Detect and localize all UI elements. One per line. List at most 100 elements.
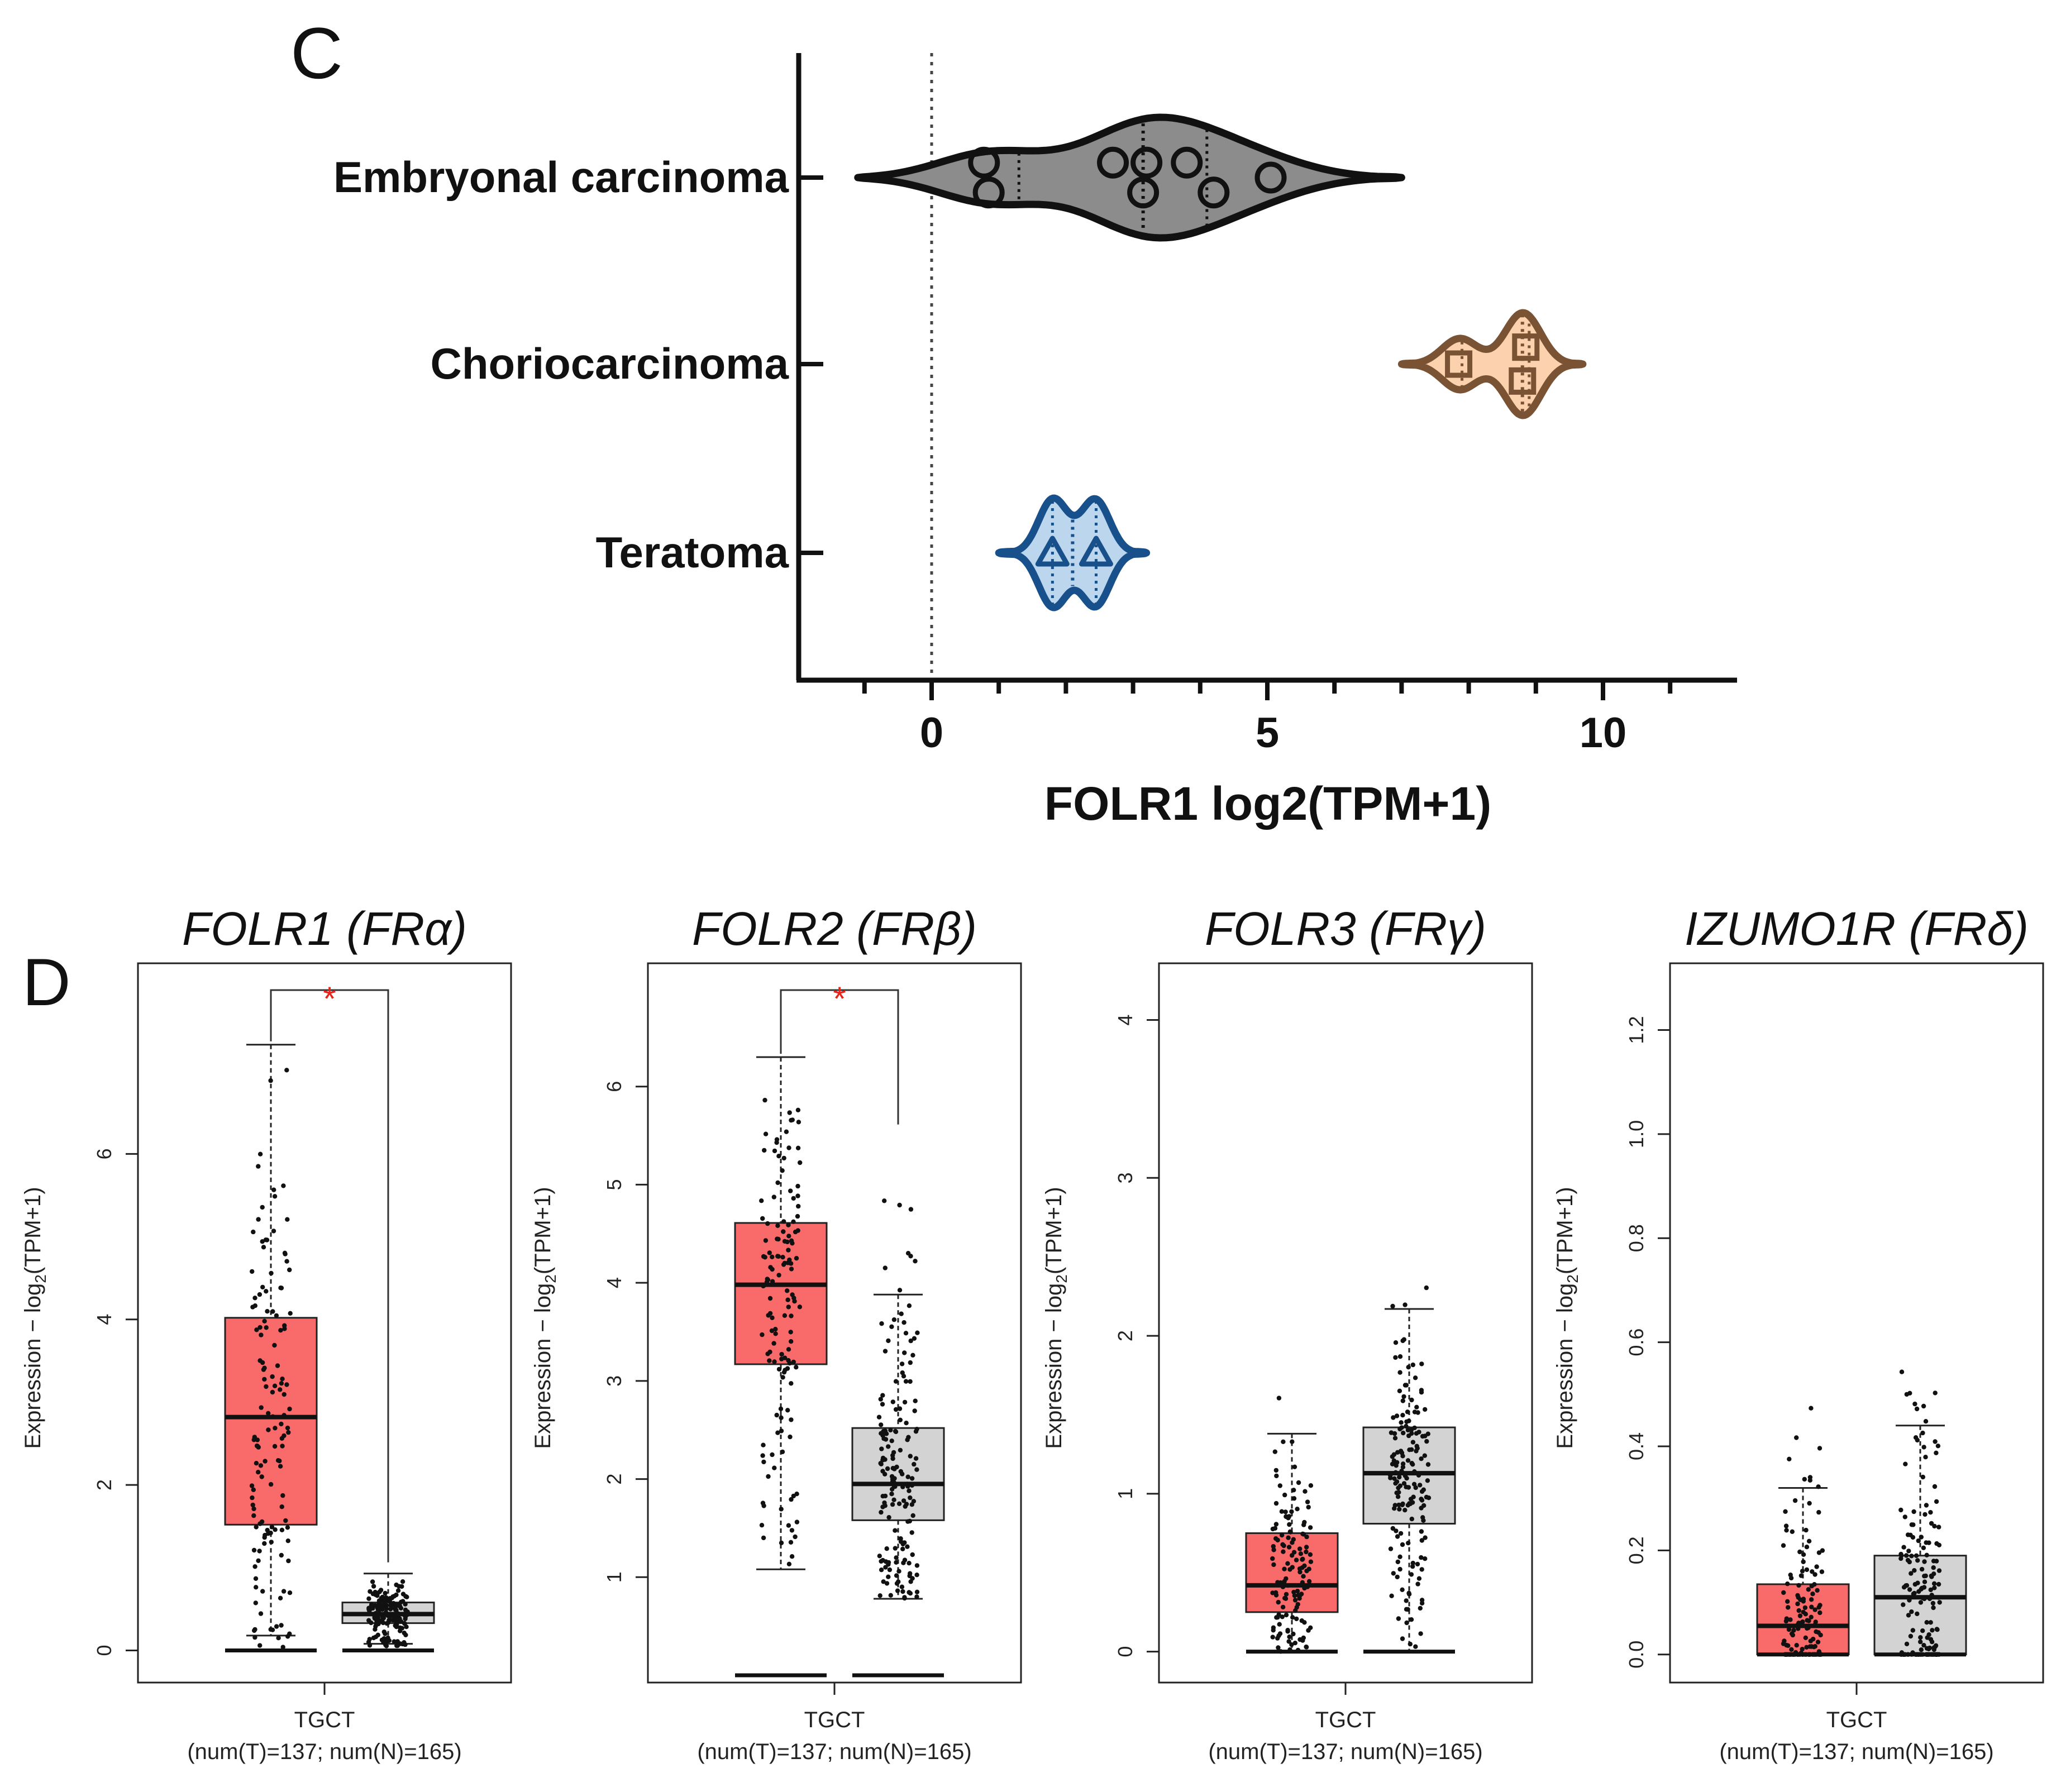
y-axis-title-subscript: 2 (1053, 1274, 1070, 1283)
jitter-point (760, 1332, 765, 1337)
jitter-point (782, 1313, 788, 1318)
jitter-point (1784, 1528, 1789, 1533)
jitter-point (1813, 1619, 1818, 1624)
jitter-point (1910, 1628, 1915, 1633)
x-category-label: TGCT (804, 1708, 865, 1732)
y-axis-title: Expression − log2(TPM+1) (1553, 1187, 1581, 1449)
jitter-point (1820, 1548, 1825, 1553)
data-point (1127, 176, 1160, 209)
jitter-point (907, 1590, 912, 1595)
jitter-point (908, 1379, 913, 1384)
jitter-point (1416, 1576, 1422, 1581)
jitter-point (1818, 1652, 1823, 1657)
jitter-point (770, 1267, 775, 1272)
jitter-point (914, 1427, 919, 1432)
jitter-point (790, 1241, 795, 1246)
jitter-point (896, 1501, 902, 1506)
jitter-point (882, 1265, 888, 1270)
jitter-point (266, 1427, 271, 1432)
y-tick-label: 3 (1114, 1172, 1137, 1183)
jitter-point (1400, 1587, 1405, 1592)
jitter-point (767, 1250, 772, 1255)
jitter-point (1400, 1461, 1406, 1466)
jitter-point (1919, 1647, 1924, 1652)
jitter-point (1786, 1605, 1791, 1610)
jitter-point (1270, 1556, 1275, 1561)
jitter-point (1275, 1636, 1280, 1641)
jitter-point (264, 1237, 270, 1243)
jitter-point (1419, 1497, 1424, 1502)
jitter-point (1398, 1531, 1404, 1536)
jitter-point (882, 1198, 887, 1203)
jitter-point (907, 1561, 912, 1566)
jitter-point (1921, 1643, 1926, 1648)
x-tick-label: 10 (1580, 709, 1627, 757)
jitter-point (1801, 1559, 1806, 1564)
jitter-point (397, 1584, 402, 1589)
jitter-point (1923, 1419, 1929, 1424)
jitter-point (782, 1260, 788, 1266)
jitter-point (1921, 1403, 1926, 1409)
jitter-point (1924, 1620, 1929, 1625)
jitter-point (284, 1382, 289, 1387)
jitter-point (394, 1643, 399, 1648)
jitter-point (793, 1534, 798, 1540)
jitter-point (255, 1437, 260, 1442)
jitter-point (905, 1482, 910, 1487)
jitter-point (268, 1078, 273, 1083)
jitter-point (1784, 1616, 1789, 1621)
jitter-point (274, 1313, 279, 1318)
jitter-point (1286, 1639, 1291, 1644)
y-tick-label: 4 (1114, 1015, 1137, 1026)
jitter-point (1271, 1547, 1276, 1552)
jitter-point (379, 1603, 385, 1608)
jitter-point (263, 1459, 268, 1464)
jitter-point (894, 1555, 899, 1560)
jitter-point (1405, 1427, 1411, 1433)
jitter-point (1801, 1552, 1806, 1557)
jitter-point (275, 1363, 280, 1368)
jitter-point (880, 1393, 885, 1398)
jitter-point (761, 1535, 766, 1541)
y-tick-label: 6 (603, 1081, 626, 1092)
jitter-point (893, 1429, 899, 1435)
jitter-point (1804, 1545, 1810, 1550)
jitter-point (767, 1311, 773, 1316)
jitter-point (1806, 1587, 1811, 1592)
jitter-point (1281, 1439, 1286, 1444)
jitter-point (1796, 1608, 1801, 1613)
jitter-point (781, 1229, 786, 1234)
y-tick-label: 2 (603, 1474, 626, 1485)
jitter-point (775, 1430, 780, 1435)
jitter-point (1416, 1430, 1421, 1435)
jitter-point (1812, 1644, 1817, 1649)
jitter-point (908, 1495, 913, 1500)
jitter-point (1904, 1583, 1910, 1588)
y-tick-label: 1 (603, 1571, 626, 1583)
jitter-point (1412, 1469, 1417, 1474)
jitter-point (249, 1483, 255, 1488)
jitter-point (893, 1379, 899, 1384)
jitter-point (1404, 1620, 1409, 1626)
jitter-point (1398, 1449, 1404, 1454)
jitter-point (269, 1525, 275, 1530)
jitter-point (1399, 1469, 1404, 1474)
jitter-point (1414, 1444, 1419, 1449)
jitter-point (877, 1593, 882, 1598)
jitter-point (1279, 1532, 1285, 1538)
jitter-point (1919, 1586, 1924, 1592)
jitter-point (1395, 1494, 1401, 1499)
jitter-point (261, 1367, 266, 1372)
box-iqr (1756, 1583, 1850, 1656)
jitter-point (797, 1304, 803, 1310)
jitter-point (1901, 1545, 1906, 1550)
jitter-point (907, 1518, 913, 1524)
jitter-point (900, 1471, 905, 1476)
jitter-point (783, 1355, 788, 1360)
jitter-point (1809, 1406, 1814, 1411)
jitter-point (1298, 1551, 1304, 1556)
jitter-point (279, 1381, 284, 1386)
jitter-point (1409, 1617, 1414, 1622)
